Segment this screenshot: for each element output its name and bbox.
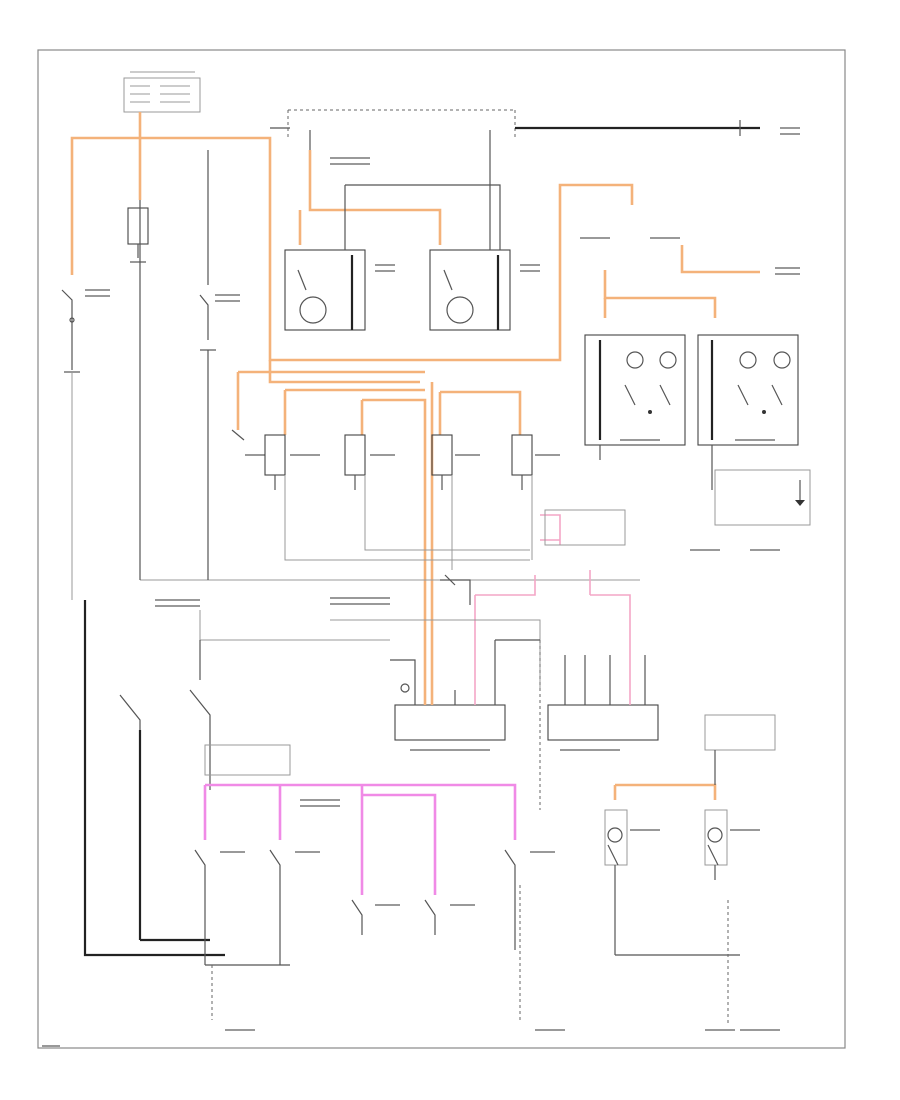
- bottom-switch-row: [194, 714, 776, 1025]
- left-switches-top: [61, 150, 216, 373]
- module-top-center: [270, 109, 760, 150]
- orange-feed-wires: [70, 112, 760, 800]
- bottom-left-switches: [83, 600, 291, 957]
- middle-lamp-row: [231, 429, 533, 570]
- diagram-frame: [37, 49, 846, 1049]
- pink-wires-bottom: [203, 783, 517, 895]
- right-lamp-modules: [584, 334, 811, 526]
- control-module-right: [539, 640, 659, 810]
- control-module-left: [394, 683, 506, 741]
- ground-leads: [204, 885, 521, 1020]
- fuse-block-top-left: [123, 71, 201, 113]
- vanity-mirror-box: [284, 150, 511, 331]
- label-marks: [42, 127, 800, 1047]
- mid-bus-lines: [71, 200, 640, 690]
